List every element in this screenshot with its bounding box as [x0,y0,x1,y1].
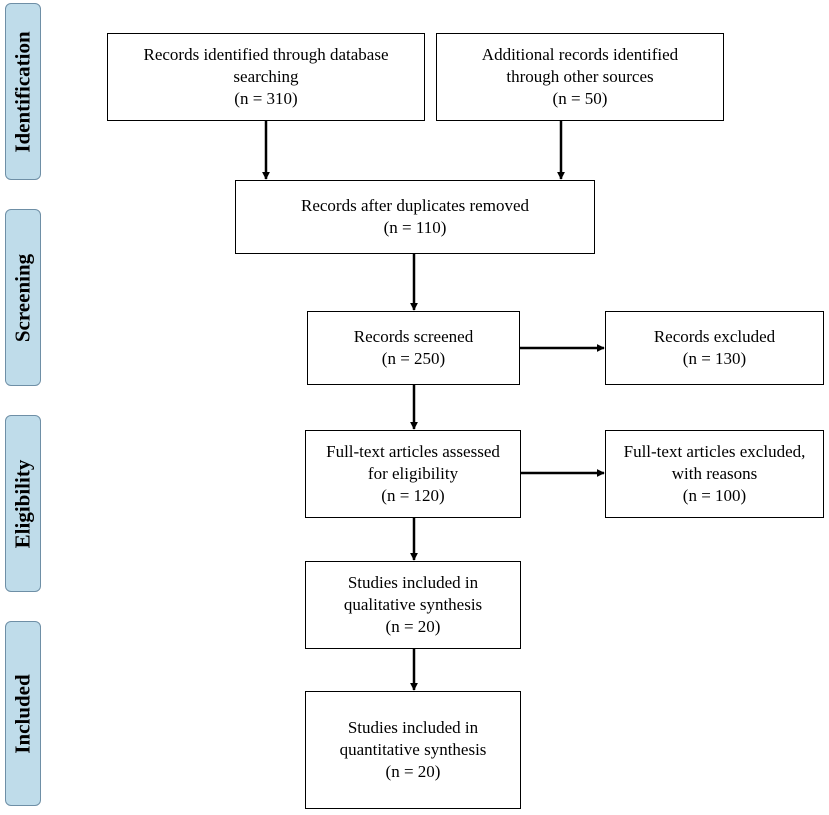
box-fulltext-assessed: Full-text articles assessed for eligibil… [305,430,521,518]
box-quantitative-synthesis: Studies included in quantitative synthes… [305,691,521,809]
phase-eligibility: Eligibility [5,415,41,592]
phase-screening-label: Screening [10,253,35,342]
phase-identification: Identification [5,3,41,180]
box-fulltext-excluded: Full-text articles excluded, with reason… [605,430,824,518]
box-records-screened: Records screened (n = 250) [307,311,520,385]
phase-identification-label: Identification [10,30,35,153]
box-database-search: Records identified through database sear… [107,33,425,121]
phase-screening: Screening [5,209,41,386]
phase-eligibility-label: Eligibility [10,459,35,548]
box-duplicates-removed: Records after duplicates removed (n = 11… [235,180,595,254]
box-qualitative-synthesis: Studies included in qualitative synthesi… [305,561,521,649]
phase-included-label: Included [10,673,35,754]
phase-included: Included [5,621,41,806]
box-other-sources: Additional records identified through ot… [436,33,724,121]
box-records-excluded: Records excluded (n = 130) [605,311,824,385]
